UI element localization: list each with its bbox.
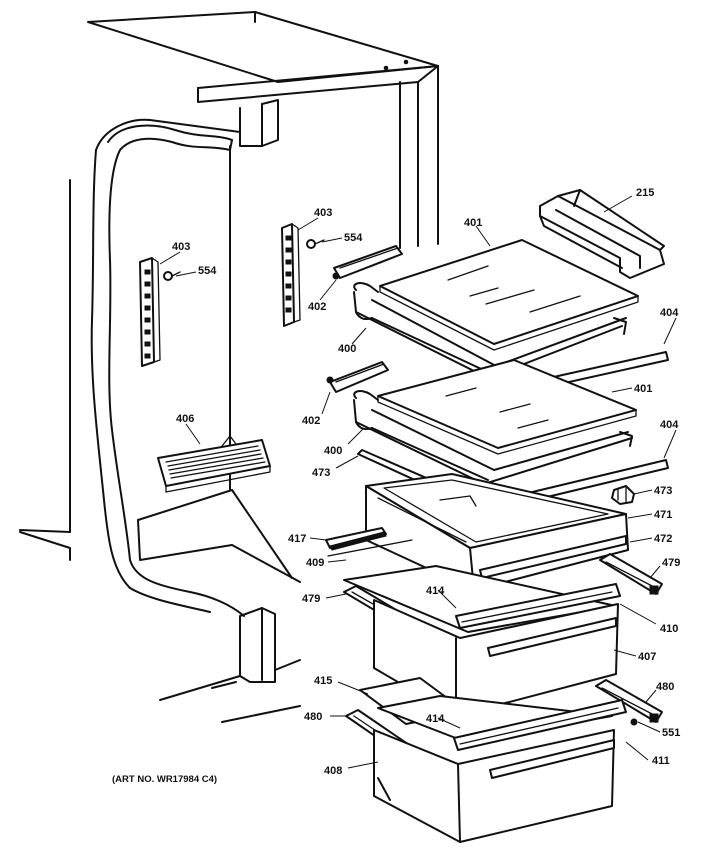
air-grille [157, 435, 271, 493]
label-401-lower: 401 [634, 383, 652, 395]
drawer-frame-411 [453, 699, 627, 751]
label-403-left: 403 [172, 241, 190, 253]
label-415: 415 [314, 675, 332, 687]
label-409: 409 [306, 557, 324, 569]
shelf-frame-400-lower [353, 390, 633, 485]
label-414-lower: 414 [426, 713, 445, 725]
bracket-402-lower [326, 361, 389, 393]
slide-480-right [595, 679, 663, 723]
label-480-right: 480 [656, 681, 674, 693]
label-402-lower: 402 [302, 415, 320, 427]
slide-479-right [599, 553, 663, 595]
label-407: 407 [638, 651, 656, 663]
label-472: 472 [654, 533, 672, 545]
label-417: 417 [288, 533, 306, 545]
shelf-support-right [281, 223, 301, 327]
shelf-frame-400-upper [353, 282, 627, 379]
label-402-upper: 402 [308, 301, 326, 313]
label-414-upper: 414 [426, 585, 445, 597]
shelf-support-left [139, 257, 161, 367]
screw-551 [630, 718, 638, 726]
label-473-left: 473 [312, 467, 330, 479]
label-551: 551 [662, 727, 680, 739]
screw-right [306, 239, 325, 249]
glass-shelf-401-lower [377, 359, 637, 455]
glass-shelf-401-upper [379, 239, 639, 351]
leader-lines [159, 195, 677, 769]
label-215: 215 [636, 187, 654, 199]
part-labels: 215 401 403 554 403 554 402 400 404 401 … [172, 187, 680, 777]
label-480-left: 480 [304, 711, 322, 723]
label-401-upper: 401 [464, 217, 482, 229]
label-400-lower: 400 [324, 445, 342, 457]
label-404-lower: 404 [660, 419, 679, 431]
drawer-frame-410 [455, 583, 621, 629]
screw-left [163, 271, 181, 281]
drawer-408 [373, 729, 615, 843]
label-404-upper: 404 [660, 307, 679, 319]
label-411: 411 [652, 755, 670, 767]
label-403-right: 403 [314, 207, 332, 219]
cabinet-outline [19, 11, 439, 723]
label-479-left: 479 [302, 593, 320, 605]
bracket-402-upper [332, 245, 403, 280]
door-bin-215 [539, 189, 665, 279]
label-410: 410 [660, 623, 678, 635]
clip-473-right [611, 485, 635, 505]
label-408: 408 [324, 765, 342, 777]
label-554-left: 554 [198, 265, 217, 277]
label-471: 471 [654, 509, 672, 521]
label-400-upper: 400 [338, 343, 356, 355]
label-406: 406 [176, 413, 194, 425]
label-554-right: 554 [344, 232, 363, 244]
drawer-407 [373, 599, 619, 717]
slide-417 [325, 527, 387, 551]
art-number-caption: (ART NO. WR17984 C4) [112, 774, 217, 785]
label-479-right: 479 [662, 557, 680, 569]
divider-409 [327, 539, 413, 557]
label-473-right: 473 [654, 485, 672, 497]
